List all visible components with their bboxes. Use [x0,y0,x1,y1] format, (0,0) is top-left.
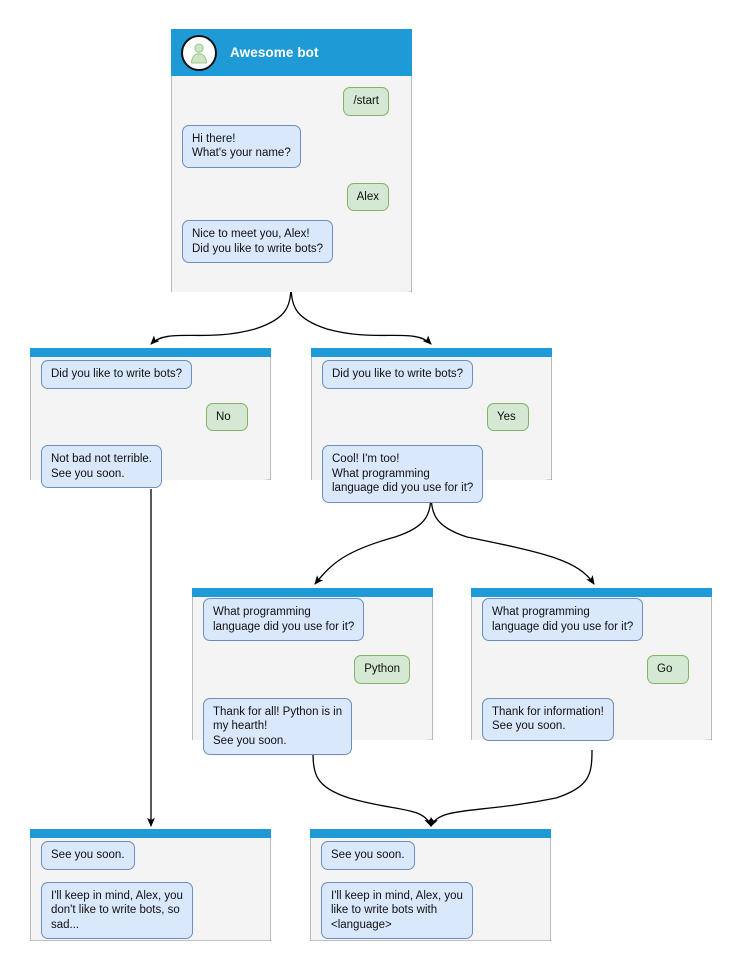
message-bubble-bot: I'll keep in mind, Alex, you don't like … [41,881,193,939]
message-bubble-bot: See you soon. [321,841,415,870]
bot-name-label: Awesome bot [230,45,319,60]
message-bubble-bot: Not bad not terrible. See you soon. [41,445,163,488]
message-bubble-bot: Nice to meet you, Alex! Did you like to … [182,220,334,263]
message-bubble-user: No [206,402,248,431]
node-root[interactable]: Awesome bot /start Hi there! What's your… [171,29,412,292]
message-bubble-bot: Did you like to write bots? [41,360,193,389]
message-bubble-user: Python [354,655,410,684]
message-bubble-bot: I'll keep in mind, Alex, you like to wri… [321,881,473,939]
node-header-bar [310,829,551,838]
message-row: Yes [322,402,541,431]
message-row: Did you like to write bots? [41,360,260,389]
node-end-happy[interactable]: See you soon. I'll keep in mind, Alex, y… [310,829,551,941]
chat-thread-root: /start Hi there! What's your name? Alex … [171,87,412,272]
node-go[interactable]: What programming language did you use fo… [471,588,712,741]
node-no[interactable]: Did you like to write bots? No Not bad n… [30,348,271,488]
chat-thread-end-sad: See you soon. I'll keep in mind, Alex, y… [30,841,271,948]
message-row: What programming language did you use fo… [203,598,422,641]
message-row: Alex [182,182,401,211]
message-row: /start [182,87,401,116]
edge-go-to-end-happy [430,749,593,827]
chat-thread-python: What programming language did you use fo… [192,598,433,764]
message-bubble-user: Go [647,655,689,684]
message-row: Did you like to write bots? [322,360,541,389]
node-header-bar [30,348,271,357]
chat-thread-no: Did you like to write bots? No Not bad n… [30,360,271,497]
node-header-bar [192,588,433,597]
message-row: Go [482,655,701,684]
message-bubble-user: Yes [487,402,529,431]
message-row: Thank for information! See you soon. [482,697,701,741]
message-row: Python [203,655,422,684]
message-row: I'll keep in mind, Alex, you like to wri… [321,881,540,939]
message-row: See you soon. [41,841,260,870]
message-bubble-bot: What programming language did you use fo… [203,598,365,641]
message-row: Cool! I'm too! What programming language… [322,445,541,503]
message-bubble-bot: Hi there! What's your name? [182,124,301,168]
message-bubble-bot: What programming language did you use fo… [482,598,644,641]
node-python[interactable]: What programming language did you use fo… [192,588,433,755]
message-bubble-bot: Did you like to write bots? [322,360,474,389]
message-row: Thank for all! Python is in my hearth! S… [203,697,422,755]
node-header-bar [471,588,712,597]
message-row: See you soon. [321,841,540,870]
chat-thread-go: What programming language did you use fo… [471,598,712,750]
message-row: I'll keep in mind, Alex, you don't like … [41,881,260,939]
node-end-sad[interactable]: See you soon. I'll keep in mind, Alex, y… [30,829,271,941]
message-bubble-bot: Thank for information! See you soon. [482,697,614,741]
message-bubble-bot: Cool! I'm too! What programming language… [322,445,484,503]
chat-thread-end-happy: See you soon. I'll keep in mind, Alex, y… [310,841,551,948]
message-row: Hi there! What's your name? [182,124,401,168]
message-row: No [41,402,260,431]
message-row: Nice to meet you, Alex! Did you like to … [182,220,401,263]
bot-titlebar: Awesome bot [171,29,412,76]
person-avatar-icon [181,34,217,71]
node-yes[interactable]: Did you like to write bots? Yes Cool! I'… [311,348,552,503]
message-row: What programming language did you use fo… [482,598,701,641]
message-bubble-bot: Thank for all! Python is in my hearth! S… [203,697,353,755]
node-header-bar [30,829,271,838]
chat-thread-yes: Did you like to write bots? Yes Cool! I'… [311,360,552,512]
message-bubble-bot: See you soon. [41,841,135,870]
node-header-bar [311,348,552,357]
message-bubble-user: /start [343,87,389,116]
message-row: Not bad not terrible. See you soon. [41,445,260,488]
message-bubble-user: Alex [346,182,389,211]
